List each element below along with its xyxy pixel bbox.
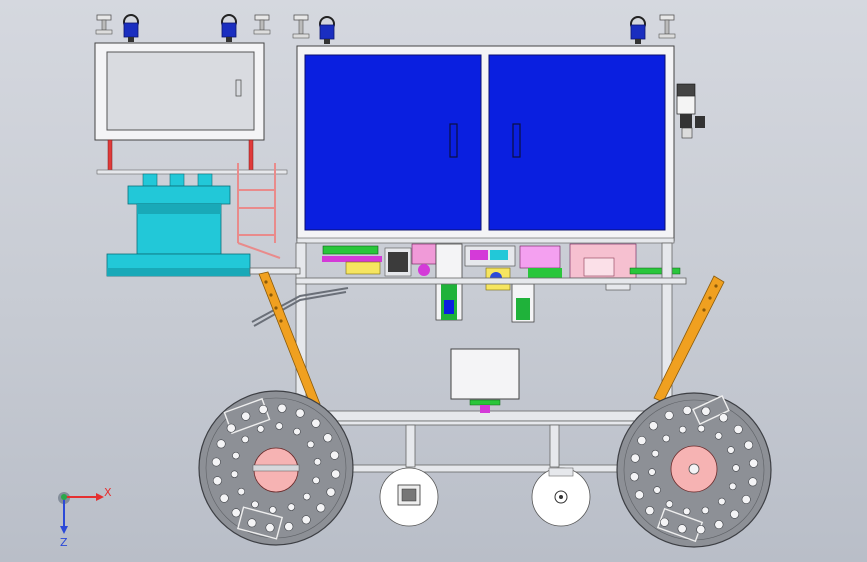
center-mount: [469, 399, 501, 413]
reel-hole: [714, 432, 723, 440]
reel-hole: [241, 411, 251, 421]
reel-hole: [303, 492, 311, 501]
control-panel-box[interactable]: [94, 42, 265, 141]
pink-guide-rails: [237, 163, 281, 259]
reel-hole: [665, 500, 674, 508]
reel-hole: [730, 509, 740, 519]
air-valve-icon: [123, 14, 139, 42]
leveling-foot-icon: [95, 14, 113, 35]
reel-hole: [251, 500, 259, 509]
top-fixtures: [95, 14, 676, 44]
reel-hole: [307, 440, 315, 449]
reel-hole: [634, 490, 644, 500]
chute-guide: [251, 287, 349, 327]
reel-hole: [664, 410, 674, 420]
reel-hole: [226, 423, 236, 433]
air-valve-icon: [319, 16, 335, 44]
reel-hole: [287, 503, 295, 511]
reel-hole: [701, 506, 709, 515]
reel-hole: [284, 522, 294, 532]
reel-hole: [313, 458, 322, 466]
reel-hole: [237, 487, 246, 496]
reel-hole: [678, 425, 687, 434]
reel-hole: [265, 523, 275, 533]
arm-holes: [264, 280, 718, 323]
reel-hole: [323, 433, 333, 443]
reel-hole: [331, 469, 341, 479]
reel-hole: [293, 427, 301, 436]
reel-hole: [659, 517, 669, 527]
reel-hole: [728, 482, 737, 491]
left-reel[interactable]: [198, 390, 354, 546]
reel-hole: [645, 506, 655, 516]
material-hopper: [106, 173, 251, 277]
junction-box[interactable]: [450, 348, 520, 400]
reel-hole: [744, 440, 754, 450]
reel-hole: [219, 493, 229, 503]
reel-hole: [701, 406, 711, 416]
reel-hole: [257, 425, 265, 433]
axis-z-label: Z: [60, 536, 68, 549]
reel-hole: [311, 418, 321, 428]
reel-hole: [277, 403, 287, 413]
reel-hole: [662, 434, 670, 443]
reel-hole: [301, 515, 311, 525]
axis-triad-icon: X Z: [58, 486, 112, 549]
reel-hole: [718, 413, 728, 423]
reel-hole: [330, 450, 340, 460]
reel-hole: [247, 518, 257, 528]
guide-roller-left: [379, 467, 439, 527]
reel-hole: [211, 457, 221, 467]
reel-hole: [653, 486, 661, 494]
reel-hole: [727, 446, 735, 454]
reel-hole: [316, 503, 326, 513]
reel-hole: [677, 524, 687, 534]
reel-hole: [269, 506, 277, 514]
leveling-foot-icon: [658, 14, 676, 39]
axis-x-label: X: [104, 486, 112, 499]
reel-hole: [741, 494, 751, 504]
reel-hole: [648, 421, 658, 431]
air-regulator-icon: [676, 83, 705, 139]
air-valve-icon: [630, 16, 646, 44]
reel-hole: [216, 439, 226, 449]
reel-hole: [696, 525, 706, 535]
right-reel[interactable]: [616, 392, 772, 548]
air-valve-icon: [221, 14, 237, 42]
reel-hole: [312, 476, 320, 485]
reel-hole: [630, 453, 640, 463]
reel-hole: [733, 424, 743, 434]
reel-hole: [682, 507, 691, 516]
reel-hole: [749, 458, 759, 468]
reel-hole: [275, 422, 283, 430]
reel-hole: [648, 468, 656, 476]
panel-support-rods: [96, 139, 288, 175]
reel-hole: [258, 404, 268, 414]
reel-hole: [651, 449, 659, 458]
reel-hole: [732, 464, 740, 472]
reel-hole: [230, 470, 239, 478]
reel-hole: [637, 435, 647, 445]
reel-hole: [212, 476, 222, 486]
reel-hole: [326, 487, 336, 497]
guide-roller-right: [531, 467, 591, 527]
leveling-foot-icon: [253, 14, 271, 35]
leveling-foot-icon: [292, 14, 310, 39]
main-cabinet[interactable]: [296, 45, 675, 244]
reel-hole: [697, 424, 705, 433]
reel-hole: [718, 497, 726, 506]
reel-hole: [231, 508, 241, 518]
reel-hole: [241, 435, 249, 444]
reel-hole: [714, 520, 724, 530]
reel-hole: [629, 472, 639, 482]
reel-hole: [682, 405, 692, 415]
reel-hole: [748, 477, 758, 487]
reel-hole: [232, 451, 240, 460]
reel-hole: [295, 408, 305, 418]
